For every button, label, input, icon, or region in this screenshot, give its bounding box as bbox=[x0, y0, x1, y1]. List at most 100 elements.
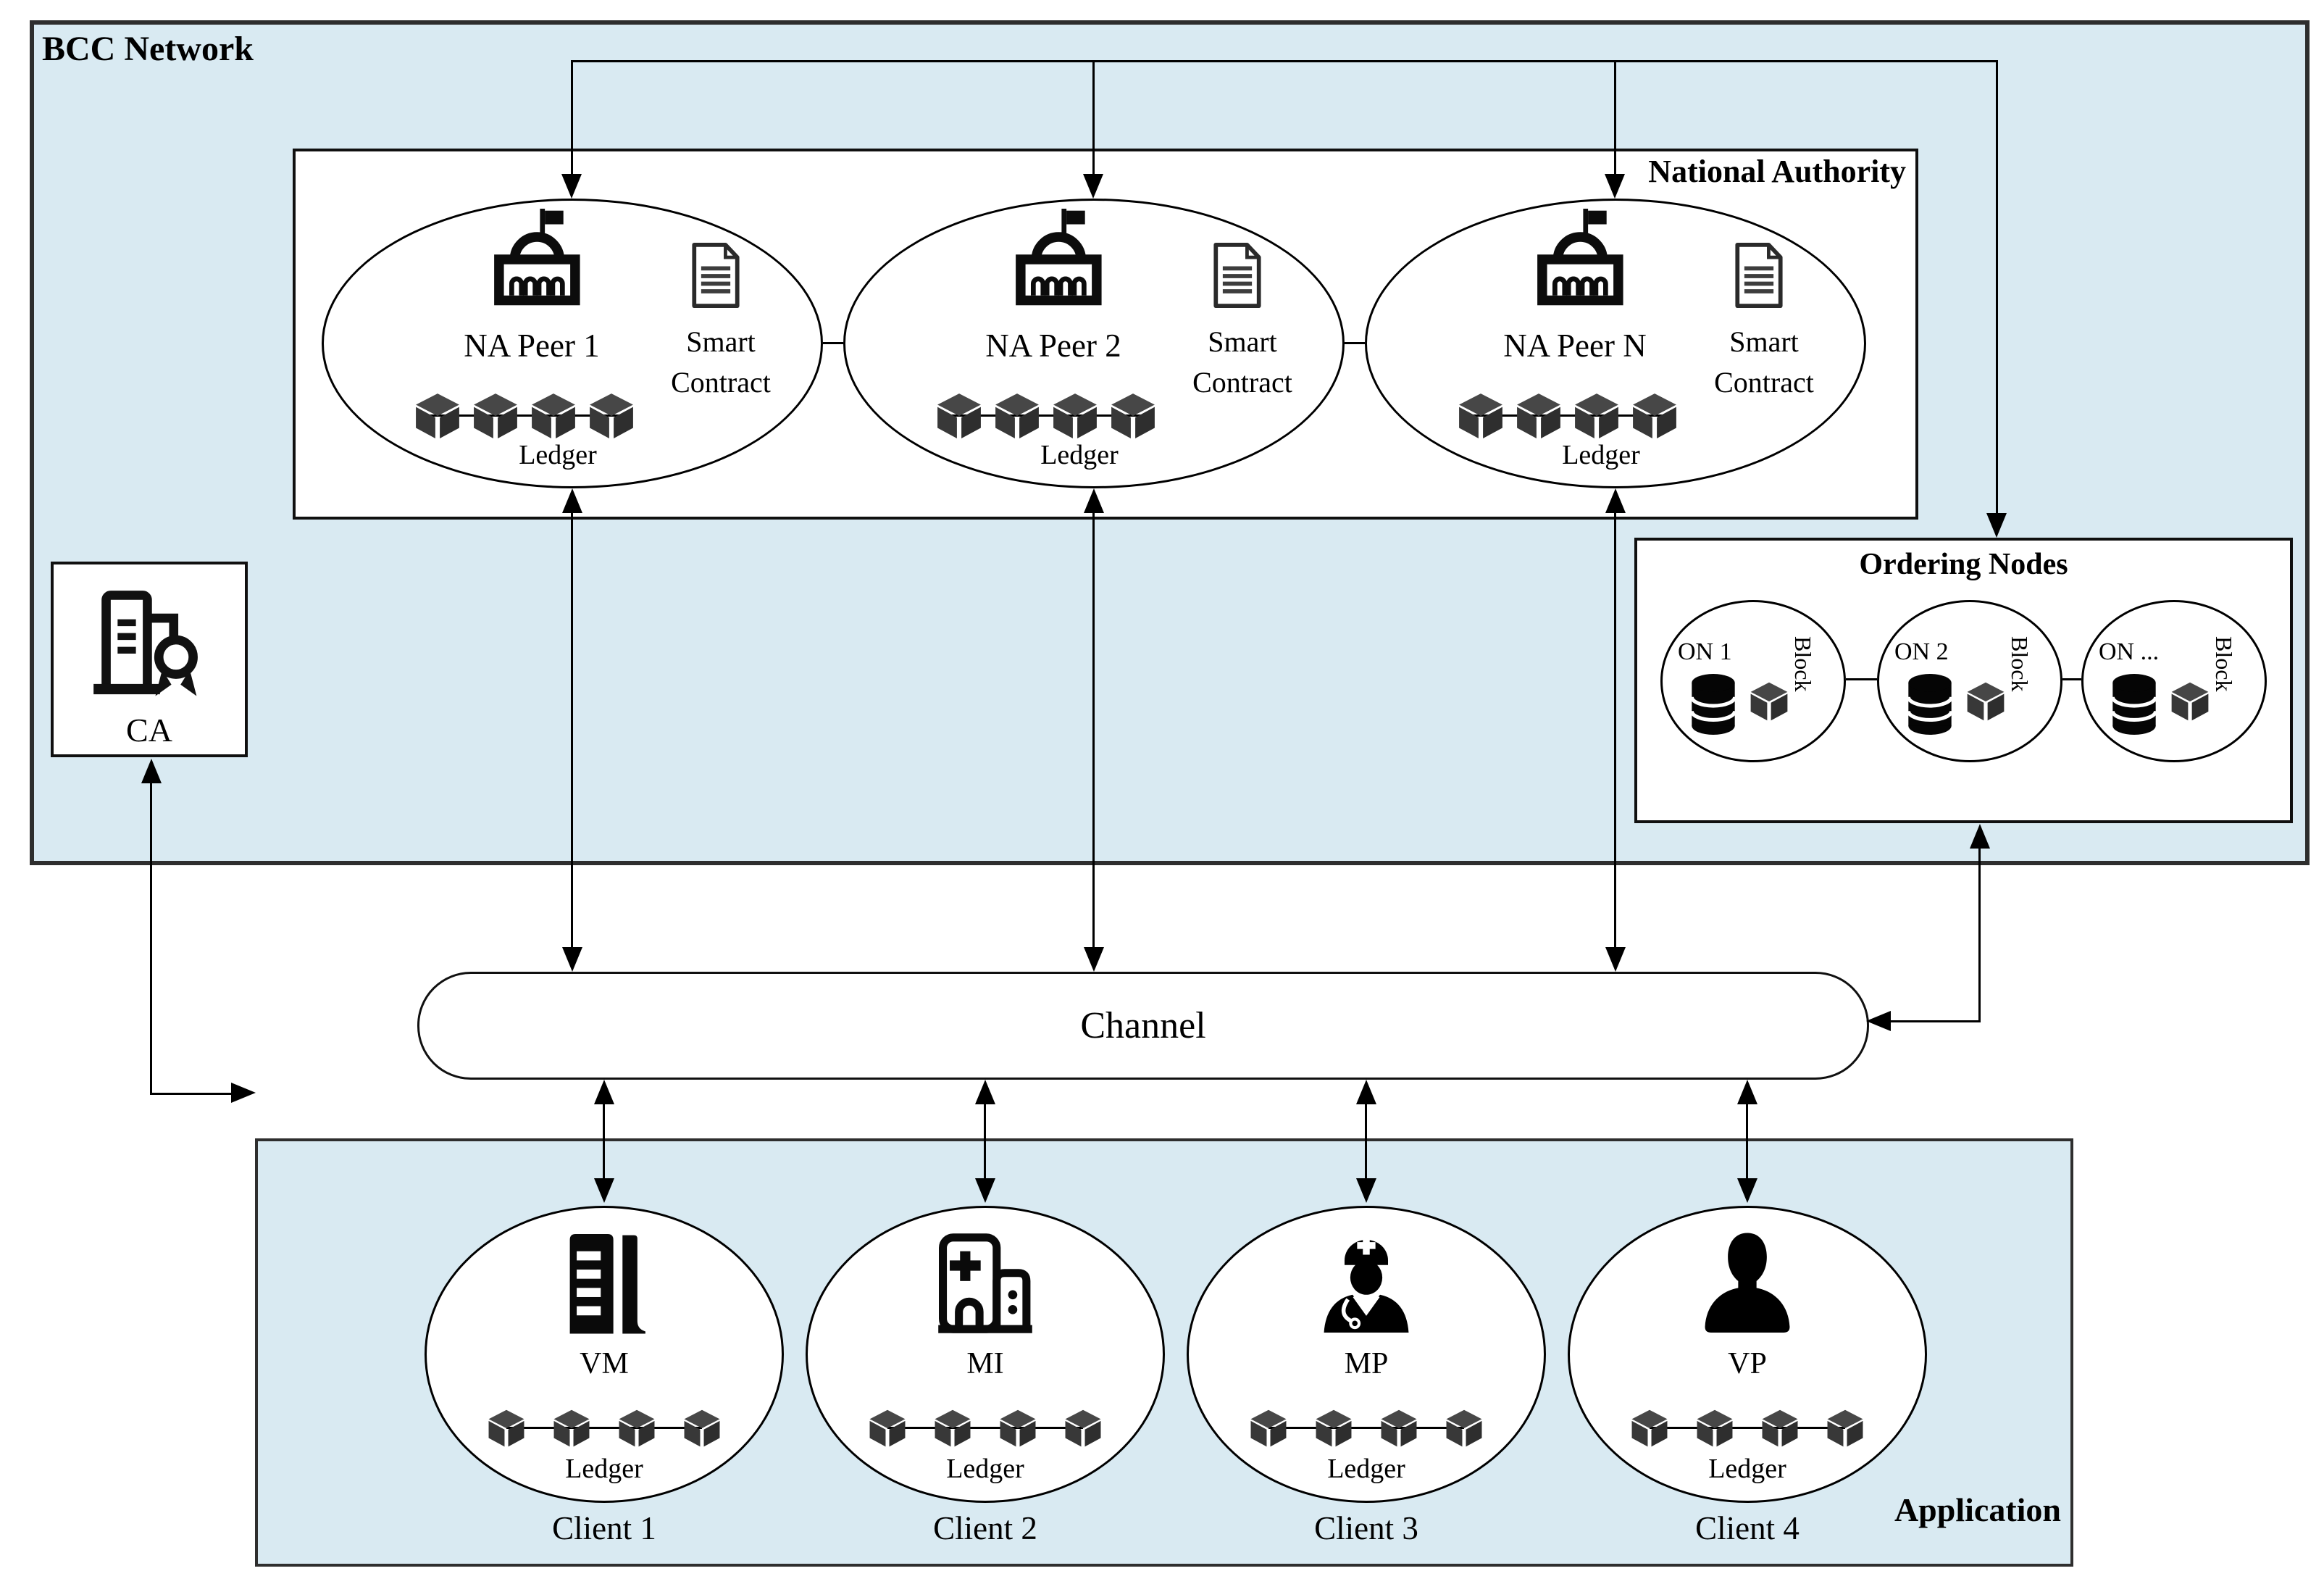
arrowhead-right bbox=[231, 1083, 256, 1103]
ca-server-certificate-icon bbox=[91, 588, 206, 703]
arrowhead-left bbox=[1866, 1011, 1891, 1031]
on-label: ON 1 bbox=[1678, 638, 1732, 665]
arrowhead-down bbox=[561, 174, 582, 199]
na-peer-label: NA Peer 2 bbox=[985, 328, 1121, 364]
ledger-cube-icon bbox=[933, 1409, 972, 1448]
ledger-cube-icon bbox=[1249, 1409, 1288, 1448]
chain-line bbox=[887, 1427, 1083, 1429]
ledger-label: Ledger bbox=[1327, 1454, 1405, 1484]
on-connector-line bbox=[1846, 678, 1877, 680]
channel-node: Channel bbox=[417, 972, 1869, 1080]
client-caption: Client 4 bbox=[1695, 1510, 1800, 1546]
peer-connector-line bbox=[823, 342, 843, 344]
ledger-cube-icon bbox=[993, 392, 1041, 440]
arrowhead-up bbox=[562, 488, 582, 513]
client2-channel-link bbox=[984, 1103, 986, 1180]
smart-contract-document-icon bbox=[1732, 242, 1786, 309]
arrowhead-down bbox=[1737, 1178, 1757, 1203]
chain-line bbox=[1650, 1427, 1845, 1429]
nan-channel-link bbox=[1614, 512, 1616, 949]
bcc-network-label: BCC Network bbox=[42, 30, 254, 68]
na2-channel-link bbox=[1092, 512, 1095, 949]
client-caption: Client 2 bbox=[933, 1510, 1037, 1546]
ledger-chain bbox=[1457, 392, 1679, 440]
ledger-cube-icon bbox=[1630, 1409, 1669, 1448]
arrowhead-down bbox=[1083, 174, 1103, 199]
ca-application-link-v bbox=[150, 782, 152, 1095]
arrow-to-na-peer-1 bbox=[571, 60, 573, 175]
client-caption: Client 1 bbox=[552, 1510, 656, 1546]
na-peer-2-node bbox=[843, 199, 1345, 488]
channel-label: Channel bbox=[1080, 1005, 1206, 1046]
client-entity-label: VM bbox=[580, 1347, 629, 1380]
ledger-cube-icon bbox=[1515, 392, 1563, 440]
arrowhead-down bbox=[594, 1178, 614, 1203]
ledger-cube-icon bbox=[1109, 392, 1157, 440]
ledger-label: Ledger bbox=[1040, 440, 1119, 470]
ledger-label: Ledger bbox=[1708, 1454, 1786, 1484]
client-3-node bbox=[1187, 1206, 1546, 1503]
chain-line bbox=[1471, 414, 1664, 417]
smart-contract-document-icon bbox=[689, 242, 743, 309]
on-label: ON 2 bbox=[1894, 638, 1949, 665]
national-authority-label: National Authority bbox=[1648, 154, 1906, 189]
arrowhead-up bbox=[1084, 488, 1104, 513]
ledger-cube-icon bbox=[617, 1409, 656, 1448]
ordering-nodes-label: Ordering Nodes bbox=[1859, 548, 2068, 581]
ledger-chain bbox=[1249, 1409, 1484, 1448]
client-caption: Client 3 bbox=[1314, 1510, 1418, 1546]
office-building-icon bbox=[546, 1226, 662, 1341]
chain-line bbox=[1268, 1427, 1464, 1429]
block-label: Block bbox=[2210, 636, 2237, 692]
ledger-cube-icon bbox=[530, 392, 577, 440]
on-connector-line bbox=[2062, 678, 2081, 680]
ledger-cube-icon bbox=[682, 1409, 722, 1448]
na-peer-1-node bbox=[322, 199, 823, 488]
database-icon bbox=[1906, 672, 1954, 736]
ledger-cube-icon bbox=[414, 392, 461, 440]
arrowhead-down bbox=[562, 947, 582, 972]
ledger-cube-icon bbox=[935, 392, 983, 440]
block-cube-icon bbox=[1749, 681, 1789, 722]
ledger-cube-icon bbox=[552, 1409, 591, 1448]
database-icon bbox=[1689, 672, 1737, 736]
ledger-cube-icon bbox=[1826, 1409, 1865, 1448]
arrowhead-down bbox=[1084, 947, 1104, 972]
arrowhead-up bbox=[1970, 824, 1990, 849]
ledger-cube-icon bbox=[1695, 1409, 1734, 1448]
ledger-chain bbox=[1630, 1409, 1865, 1448]
arrow-to-na-peer-2 bbox=[1092, 60, 1095, 175]
doctor-icon bbox=[1308, 1226, 1424, 1341]
chain-line bbox=[506, 1427, 702, 1429]
na-peer-label: NA Peer 1 bbox=[464, 328, 600, 364]
ordering-channel-link-v bbox=[1978, 847, 1981, 1022]
ordering-node-n bbox=[2081, 600, 2267, 762]
block-label: Block bbox=[1789, 636, 1816, 692]
ledger-cube-icon bbox=[1051, 392, 1099, 440]
ledger-cube-icon bbox=[998, 1409, 1037, 1448]
ledger-cube-icon bbox=[1631, 392, 1679, 440]
ledger-chain bbox=[487, 1409, 722, 1448]
client1-channel-link bbox=[603, 1103, 605, 1180]
arrowhead-down bbox=[1986, 513, 2007, 538]
chain-line bbox=[950, 414, 1142, 417]
client-entity-label: MI bbox=[966, 1347, 1004, 1380]
client4-channel-link bbox=[1746, 1103, 1748, 1180]
na-peer-n-node bbox=[1365, 199, 1866, 488]
client-entity-label: MP bbox=[1344, 1347, 1389, 1380]
smart-contract-label: Smart Contract bbox=[671, 325, 771, 399]
ledger-cube-icon bbox=[1445, 1409, 1484, 1448]
chain-line bbox=[428, 414, 621, 417]
smart-contract-label: Smart Contract bbox=[1714, 325, 1814, 399]
arrowhead-up bbox=[594, 1080, 614, 1104]
arrowhead-down bbox=[1605, 174, 1625, 199]
ledger-chain bbox=[414, 392, 635, 440]
hospital-icon bbox=[927, 1226, 1043, 1341]
ordering-channel-link-h bbox=[1891, 1020, 1981, 1022]
arrowhead-up bbox=[141, 759, 162, 783]
arrowhead-down bbox=[1356, 1178, 1376, 1203]
government-building-icon bbox=[482, 209, 590, 310]
ledger-cube-icon bbox=[487, 1409, 526, 1448]
on-label: ON ... bbox=[2099, 638, 2160, 665]
